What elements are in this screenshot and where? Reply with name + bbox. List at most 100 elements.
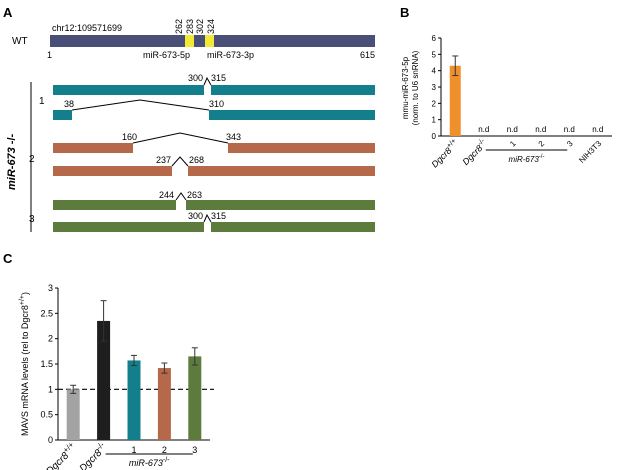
- clone-3-allele-2-junction: [203, 213, 212, 223]
- mir-pos-262: 262: [174, 19, 184, 34]
- y-tick-label: 3: [432, 83, 437, 92]
- group-label-name: miR-673: [129, 458, 163, 468]
- bar-annotation: n.d: [535, 125, 546, 134]
- genotype-label: miR-673-/-: [6, 133, 18, 190]
- mir-3p-label: miR-673-3p: [207, 50, 254, 60]
- clone-2-allele-2-start: 237: [156, 155, 171, 165]
- y-tick-label: 2.5: [40, 308, 53, 318]
- y-tick-label: 6: [432, 34, 437, 43]
- clone-1-allele-2-end: 310: [209, 99, 224, 109]
- y-axis-label-close: ): [20, 292, 30, 295]
- y-axis-label-main: MAVS mRNA levels (rel to Dgcr8: [20, 305, 30, 436]
- y-tick-label: 1: [432, 116, 437, 125]
- x-tick-label: 3: [565, 139, 575, 149]
- bar: [127, 360, 141, 440]
- clone-2-allele-2-junction: [171, 156, 189, 167]
- mir-pos-324: 324: [206, 19, 216, 34]
- y-tick-label: 2: [432, 99, 437, 108]
- clone-3-allele-1-right: [186, 200, 375, 210]
- bar-annotation: n.d: [507, 125, 518, 134]
- clone-2-allele-1-end: 343: [226, 132, 241, 142]
- start-label: 1: [47, 50, 52, 60]
- clone-3-allele-2-left: [53, 222, 204, 232]
- y-tick-label: 4: [432, 67, 437, 76]
- panel-a-letter: A: [3, 5, 13, 20]
- clone-label-3: 3: [29, 214, 35, 225]
- y-tick-label: 3: [48, 283, 53, 293]
- x-tick-label: 3: [192, 445, 197, 455]
- y-axis-label-line1: mmu-miR-673-5p: [401, 56, 410, 119]
- group-label-sup: -/-: [163, 457, 170, 464]
- mir-5p-block: [185, 35, 194, 47]
- bar: [188, 356, 202, 440]
- panel-a: A WT chr12:109571699 262 283 302 324 miR…: [3, 5, 375, 232]
- y-tick-label: 1.5: [40, 359, 53, 369]
- bar: [157, 368, 171, 440]
- bar-annotation: n.d: [592, 125, 603, 134]
- bar: [449, 65, 461, 136]
- x-tick-label: Dgcr8-/-: [76, 440, 110, 470]
- clone-1-allele-2-left: [53, 110, 72, 120]
- wt-label: WT: [12, 36, 28, 47]
- clone-3-allele-1-start: 244: [159, 190, 174, 200]
- bar: [97, 320, 111, 440]
- bar-annotation: n.d: [478, 125, 489, 134]
- panel-b-letter: B: [400, 5, 409, 20]
- x-tick-label-sup: +/+: [446, 138, 458, 150]
- x-tick-label: 2: [162, 445, 167, 455]
- y-tick-label: 0: [432, 132, 437, 141]
- y-tick-label: 0: [48, 435, 53, 445]
- clone-2-allele-2-end: 268: [189, 155, 204, 165]
- y-tick-label: 5: [432, 50, 437, 59]
- clone-2-allele-1-start: 160: [122, 132, 137, 142]
- clone-1-allele-1-junction: [203, 76, 212, 86]
- clone-2-allele-2-left: [53, 166, 172, 176]
- locus-label: chr12:109571699: [52, 23, 122, 33]
- group-label: miR-673-/-: [509, 154, 545, 164]
- mir-pos-283: 283: [185, 19, 195, 34]
- clone-1-allele-1-right: [211, 85, 375, 95]
- end-label: 615: [360, 50, 375, 60]
- x-tick-label-sup: -/-: [94, 440, 106, 452]
- clone-3-allele-1-junction: [175, 192, 187, 201]
- x-tick-label: NIH3T3: [577, 139, 603, 165]
- clone-3-allele-2-start: 300: [188, 211, 203, 221]
- clone-1-allele-2-junction: [71, 99, 210, 111]
- x-tick-label-sup: -/-: [477, 137, 487, 147]
- clone-3-allele-2-end: 315: [211, 211, 226, 221]
- clone-3-allele-2-right: [211, 222, 375, 232]
- panel-b: B 0123456Dgcr8+/+n.dDgcr8-/-n.d1n.d2n.d3…: [400, 5, 612, 170]
- x-tick-label: Dgcr8-/-: [460, 137, 490, 167]
- mir-5p-label: miR-673-5p: [143, 50, 190, 60]
- y-tick-label: 1: [48, 384, 53, 394]
- panel-c-letter: C: [3, 251, 13, 266]
- clone-2-allele-2-right: [188, 166, 375, 176]
- clone-2-allele-1-junction: [132, 132, 229, 144]
- y-axis-label-line2: (norm. to U6 snRNA): [411, 50, 420, 125]
- clone-1-allele-2-right: [209, 110, 375, 120]
- clone-3-allele-1-end: 263: [187, 190, 202, 200]
- x-tick-label: 1: [508, 139, 518, 149]
- clone-1-allele-2-start: 38: [64, 99, 74, 109]
- x-tick-label: 1: [131, 445, 136, 455]
- clone-3-allele-1-left: [53, 200, 176, 210]
- group-label: miR-673-/-: [129, 457, 170, 468]
- clone-1-allele-1-start: 300: [188, 73, 203, 83]
- clone-label-2: 2: [29, 154, 35, 165]
- x-tick-label: 2: [537, 139, 547, 149]
- chart-b: 0123456Dgcr8+/+n.dDgcr8-/-n.d1n.d2n.d3n.…: [401, 34, 612, 170]
- y-tick-label: 2: [48, 334, 53, 344]
- mir-pos-302: 302: [195, 19, 205, 34]
- bar: [66, 389, 80, 440]
- clone-label-1: 1: [39, 96, 45, 107]
- group-label-sup: -/-: [539, 154, 545, 160]
- mir-3p-block: [205, 35, 214, 47]
- clone-1-allele-1-end: 315: [211, 73, 226, 83]
- clone-2-allele-1-right: [228, 143, 375, 153]
- group-label-name: miR-673: [509, 155, 540, 164]
- clone-2-allele-1-left: [53, 143, 133, 153]
- y-axis-label: mmu-miR-673-5p(norm. to U6 snRNA): [401, 50, 420, 125]
